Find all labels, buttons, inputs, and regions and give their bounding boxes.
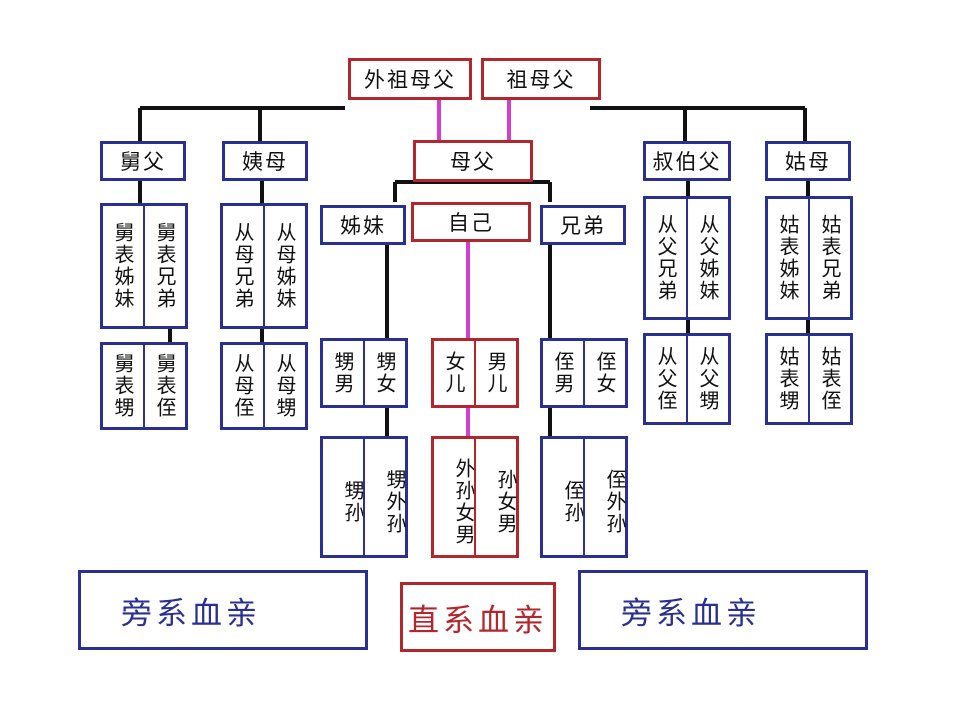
- gu-nephews-box: 姑表甥 姑表侄: [765, 333, 853, 425]
- legend-direct-label: 直系血亲: [408, 602, 548, 639]
- sibling-branch-line: [393, 180, 552, 202]
- brothers-box: 兄弟: [540, 205, 626, 245]
- maternal-uncle-label: 舅父: [120, 150, 166, 174]
- brother-grandchildren-box: 侄孙 侄外孙: [540, 436, 628, 558]
- legend-direct: 直系血亲: [400, 582, 556, 652]
- yi-nephew-sister-side: 从母甥: [263, 345, 305, 427]
- maternal-grandparents-label: 外祖母父: [364, 68, 456, 92]
- gu-cousin-brothers: 姑表兄弟: [808, 199, 850, 317]
- shu-cousin-brothers: 从父兄弟: [654, 214, 678, 302]
- yi-nephew-brother-side: 从母侄: [231, 353, 255, 419]
- shu-cousin-sisters: 从父姊妹: [686, 199, 728, 317]
- jiu-nephews-box: 舅表甥 舅表侄: [100, 342, 188, 430]
- paternal-aunt-box: 姑母: [765, 141, 851, 181]
- shu-nephews-box: 从父侄 从父甥: [643, 333, 731, 425]
- paternal-uncles-box: 叔伯父: [643, 141, 731, 181]
- maternal-aunt-box: 姨母: [222, 141, 308, 181]
- shu-nephew-brother-side: 从父侄: [654, 346, 678, 412]
- gu-nephew-sister-side: 姑表甥: [776, 346, 800, 412]
- sister-grandson: 甥孙: [341, 480, 365, 524]
- shu-nephew-sister-side: 从父甥: [686, 336, 728, 422]
- sister-outer-grandson: 甥外孙: [363, 439, 407, 555]
- gu-cousins-box: 姑表姊妹 姑表兄弟: [765, 196, 853, 320]
- parents-box: 母父: [413, 140, 533, 182]
- gu-nephew-brother-side: 姑表侄: [808, 336, 850, 422]
- gu-cousin-sisters: 姑表姊妹: [776, 214, 800, 302]
- maternal-grandparents-box: 外祖母父: [348, 58, 472, 100]
- jiu-cousin-brothers: 舅表兄弟: [143, 206, 185, 326]
- sister-son: 甥男: [331, 351, 355, 395]
- self-box: 自己: [411, 202, 531, 242]
- own-son: 男儿: [474, 341, 516, 405]
- self-label: 自己: [448, 211, 494, 235]
- paternal-uncles-label: 叔伯父: [652, 150, 722, 174]
- brothers-label: 兄弟: [560, 214, 606, 238]
- jiu-cousins-box: 舅表姊妹 舅表兄弟: [100, 203, 188, 329]
- own-outer-grandchildren: 外孙女男: [452, 458, 476, 546]
- paternal-grandparents-label: 祖母父: [506, 68, 576, 92]
- shu-cousins-box: 从父兄弟 从父姊妹: [643, 196, 731, 320]
- yi-nephews-box: 从母侄 从母甥: [220, 342, 308, 430]
- sister-daughter: 甥女: [363, 341, 405, 405]
- maternal-aunt-label: 姨母: [242, 150, 288, 174]
- own-daughter: 女儿: [442, 351, 466, 395]
- yi-cousins-box: 从母兄弟 从母姊妹: [220, 203, 308, 329]
- yi-cousin-brothers: 从母兄弟: [231, 222, 255, 310]
- direct-line-grandparents: [437, 98, 511, 142]
- yi-cousin-sisters: 从母姊妹: [263, 206, 305, 326]
- parents-label: 母父: [450, 150, 496, 174]
- maternal-uncle-box: 舅父: [100, 141, 186, 181]
- own-grandchildren-box: 外孙女男 孙女男: [431, 436, 519, 558]
- brother-children-box: 侄男 侄女: [540, 338, 628, 408]
- legend-collateral-left-label: 旁系血亲: [121, 595, 261, 632]
- sisters-box: 姊妹: [320, 205, 406, 245]
- jiu-nephew-sister-side: 舅表甥: [111, 353, 135, 419]
- jiu-nephew-brother-side: 舅表侄: [143, 345, 185, 427]
- jiu-drop: [138, 180, 172, 342]
- sisters-label: 姊妹: [340, 214, 386, 238]
- brother-grandson: 侄孙: [561, 480, 585, 524]
- own-children-box: 女儿 男儿: [431, 338, 519, 408]
- brother-outer-grandson: 侄外孙: [583, 439, 627, 555]
- top-left-drop: [138, 108, 262, 142]
- sister-children-box: 甥男 甥女: [320, 338, 408, 408]
- sister-grandchildren-box: 甥孙 甥外孙: [320, 436, 408, 558]
- top-right-drop: [683, 108, 807, 142]
- paternal-grandparents-box: 祖母父: [481, 58, 601, 100]
- legend-collateral-left: 旁系血亲: [78, 570, 368, 650]
- legend-collateral-right-label: 旁系血亲: [621, 595, 761, 632]
- paternal-aunt-label: 姑母: [785, 150, 831, 174]
- own-grandchildren: 孙女男: [474, 439, 518, 555]
- jiu-cousin-sisters: 舅表姊妹: [111, 222, 135, 310]
- brother-daughter: 侄女: [583, 341, 625, 405]
- brother-son: 侄男: [551, 351, 575, 395]
- legend-collateral-right: 旁系血亲: [578, 570, 868, 650]
